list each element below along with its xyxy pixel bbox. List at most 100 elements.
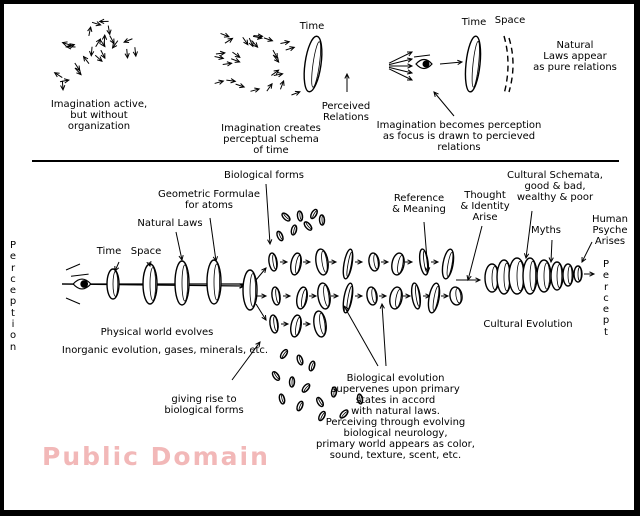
chaotic-arrow <box>59 79 69 83</box>
focus-arrow <box>388 51 413 64</box>
arrow-head <box>381 293 388 299</box>
arrow-head <box>289 46 296 52</box>
disc-inner-stroke <box>112 271 119 297</box>
arrow-head <box>226 61 233 67</box>
arrow-head <box>284 39 291 46</box>
chaotic-arrow <box>65 44 75 48</box>
arrow-head <box>343 304 349 312</box>
converging-arrow <box>224 37 233 44</box>
arrow-head <box>109 38 115 45</box>
disc-inner-stroke <box>318 397 324 406</box>
disc-inner-stroke <box>455 287 462 304</box>
converging-arrow <box>250 88 260 92</box>
arrow-head <box>146 261 152 268</box>
converging-arrow <box>252 35 262 39</box>
arrow-head <box>223 32 230 38</box>
arrow-head <box>106 29 112 36</box>
disc-inner-stroke <box>283 212 291 220</box>
chaotic-arrow <box>91 21 101 26</box>
myths-label: Myths <box>530 225 561 236</box>
arrow-head <box>405 293 412 299</box>
disc-inner-stroke <box>415 284 421 307</box>
disc-inner-stroke <box>577 267 582 281</box>
disc-inner-stroke <box>213 263 220 301</box>
stage2-perceived-relations: Perceived Relations <box>321 101 371 123</box>
cultural-evolution-label: Cultural Evolution <box>483 319 573 330</box>
inorganic-evolution-label: Inorganic evolution, gases, minerals, et… <box>61 345 269 356</box>
arrow-head <box>256 34 264 40</box>
converging-arrow <box>266 83 273 92</box>
disc-inner-stroke <box>529 260 536 292</box>
converging-arrow <box>291 91 301 96</box>
stage3-time-label: Time <box>461 17 487 28</box>
disc-inner-stroke <box>273 371 280 380</box>
arrow-head <box>285 293 292 299</box>
arrow-head <box>407 259 414 265</box>
disc-inner-stroke <box>471 41 480 88</box>
disc-inner-stroke <box>295 255 301 274</box>
arrow-head <box>252 42 259 48</box>
disc-inner-stroke <box>397 255 404 274</box>
arrow-head <box>95 21 102 27</box>
arrow-head <box>589 271 596 277</box>
eye-pupil <box>422 60 430 68</box>
arrow-head <box>132 51 138 58</box>
arrow-head <box>89 50 95 57</box>
disc-inner-stroke <box>346 251 353 277</box>
eye-cone-line <box>65 297 81 305</box>
disc-inner-stroke <box>543 262 550 290</box>
arrow-head <box>53 72 60 78</box>
focus-pointer-arrow <box>433 91 455 117</box>
time-pointer <box>114 261 120 272</box>
natural-laws-label: Natural Laws <box>137 218 203 229</box>
converging-arrow <box>279 80 285 90</box>
eye-pupil <box>80 280 89 288</box>
arrow-head <box>267 36 274 42</box>
arrow-head <box>475 277 482 283</box>
disc-inner-stroke <box>303 384 310 393</box>
disc-inner-stroke <box>249 273 256 307</box>
chaotic-arrow <box>62 42 72 46</box>
bio-evolution-pointer <box>381 303 387 367</box>
stage1-caption: Imagination active, but without organiza… <box>50 99 148 132</box>
arrow-head <box>273 69 280 75</box>
geometric-pointer <box>209 217 217 262</box>
geometric-formulae-label: Geometric Formulae for atoms <box>158 189 260 211</box>
chaotic-arrow <box>54 72 63 78</box>
disc-inner-stroke <box>319 312 326 335</box>
focus-arrow <box>388 68 413 81</box>
converging-arrow <box>251 40 258 48</box>
disc-inner-stroke <box>281 350 288 359</box>
disc-inner-stroke <box>341 411 349 419</box>
giving-rise-label: giving rise to biological forms <box>164 394 244 416</box>
cultural-pointer <box>525 210 533 259</box>
eye-cone-line <box>65 263 81 271</box>
disc-inner-stroke <box>567 265 573 285</box>
focus-arrow <box>388 58 413 66</box>
arrow-head <box>333 293 340 299</box>
disc-inner-stroke <box>310 361 315 371</box>
chaotic-arrow <box>107 25 111 35</box>
converging-arrow <box>226 79 236 82</box>
stage2-time-label: Time <box>299 21 325 32</box>
arrow-head <box>433 259 440 265</box>
disc-inner-stroke <box>275 288 280 304</box>
branch-arrow <box>255 267 267 281</box>
stage2-caption: Imagination creates perceptual schema of… <box>221 123 321 156</box>
converging-arrow <box>253 35 263 37</box>
arrow-head <box>407 57 414 63</box>
chaotic-arrow <box>112 40 119 49</box>
disc-inner-stroke <box>291 377 295 387</box>
perception-vertical-label: P e r c e p t i o n <box>9 240 17 353</box>
disc-inner-stroke <box>373 254 379 270</box>
biological-evolution-label: Biological evolution supervenes upon pri… <box>316 373 475 461</box>
converging-arrow <box>285 46 295 51</box>
arrow-head <box>87 25 93 33</box>
space-label: Space <box>130 246 162 257</box>
arrow-head <box>124 53 130 60</box>
arrow-head <box>357 293 364 299</box>
arrow-head <box>283 321 290 327</box>
chaotic-arrow <box>61 80 64 90</box>
arrow-head <box>311 293 318 299</box>
disc-inner-stroke <box>298 402 304 411</box>
